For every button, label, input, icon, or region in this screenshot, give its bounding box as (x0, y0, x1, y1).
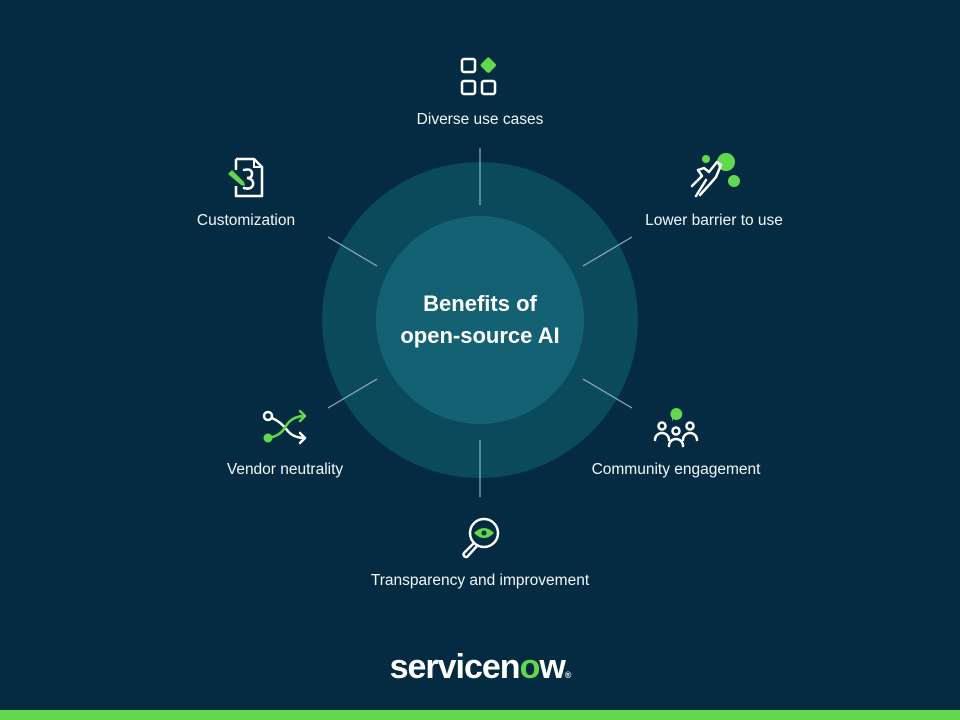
benefit-community-engagement: Community engagement (591, 461, 761, 478)
bottom-accent-bar (0, 710, 960, 720)
title-line-1: Benefits of (423, 291, 537, 316)
benefit-vendor-neutrality: Vendor neutrality (226, 461, 344, 478)
benefit-diverse-use-cases: Diverse use cases (416, 111, 544, 128)
people-chat-icon (653, 407, 699, 448)
benefit-lower-barrier: Lower barrier to use (645, 212, 783, 229)
magnifier-eye-icon (462, 517, 500, 559)
document-edit-icon (228, 157, 264, 198)
connector-lower-right (582, 378, 633, 409)
shuffle-icon (262, 409, 307, 445)
benefit-transparency: Transparency and improvement (370, 572, 590, 589)
title-line-2: open-source AI (400, 323, 560, 348)
connector-lines (327, 148, 633, 497)
hand-pointer-icon (690, 153, 740, 198)
center-title: Benefits of open-source AI (380, 288, 580, 352)
benefit-customization: Customization (196, 212, 296, 229)
connector-upper-right (582, 236, 633, 267)
connector-upper-left (327, 236, 378, 267)
inner-circle (376, 216, 584, 424)
servicenow-logo: servicenow® (389, 648, 572, 686)
grid-icon (460, 57, 497, 96)
connector-lower-left (327, 378, 378, 409)
